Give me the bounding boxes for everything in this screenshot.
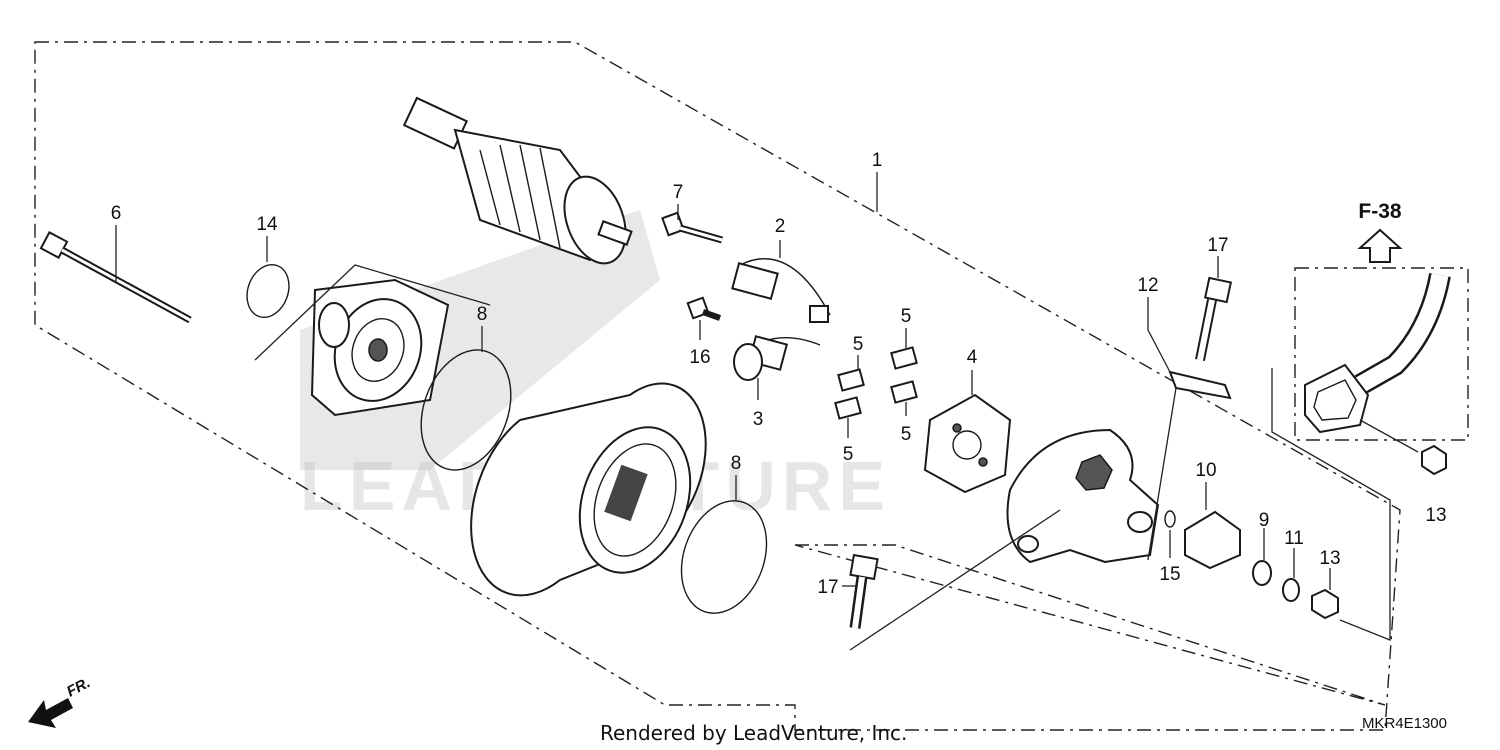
render-credit: Rendered by LeadVenture, Inc.	[600, 721, 907, 745]
through-bolt	[39, 231, 192, 324]
callout-5: 5	[843, 444, 854, 465]
brush-springs	[834, 346, 918, 420]
callout-4: 4	[967, 347, 978, 368]
leader-12b	[1147, 387, 1177, 561]
leader-rear-cover	[849, 509, 1061, 651]
callout-5: 5	[853, 334, 864, 355]
front-direction-arrow-icon	[28, 698, 73, 728]
callout-7: 7	[673, 182, 684, 203]
callout-5: 5	[901, 424, 912, 445]
washer-15	[1164, 510, 1176, 528]
nut-13-upper	[1421, 444, 1447, 476]
leader-cover	[254, 264, 491, 361]
screw-16	[686, 296, 721, 321]
callout-13: 13	[1425, 505, 1446, 526]
front-marker-label: FR.	[64, 674, 93, 700]
o-ring-large-front	[680, 500, 768, 614]
callout-8: 8	[731, 453, 742, 474]
callout-labels: 1 2 3 4 5 5 5 5 6 7 8 8 9 10 11 12 13 13…	[111, 150, 1447, 598]
callout-10: 10	[1195, 460, 1216, 481]
screw-7	[661, 211, 723, 244]
reference-label: F-38	[1358, 200, 1402, 223]
assembly-boundary-main	[34, 41, 1401, 731]
callout-13: 13	[1319, 548, 1340, 569]
o-ring-large-rear	[420, 349, 512, 471]
brush-holder	[731, 258, 831, 323]
front-cover	[310, 278, 450, 417]
callout-3: 3	[753, 409, 764, 430]
callout-8: 8	[477, 304, 488, 325]
callout-11: 11	[1284, 528, 1304, 549]
reference-up-arrow-icon	[1357, 228, 1403, 263]
diagram-code: MKR4E1300	[1362, 715, 1447, 732]
starter-cable	[1304, 272, 1451, 434]
terminal-insulator	[1184, 510, 1241, 570]
cable-stay	[1168, 370, 1232, 400]
leader-12	[1147, 297, 1171, 373]
callout-5: 5	[901, 306, 912, 327]
nut-13-lower	[1311, 588, 1339, 620]
callout-1: 1	[872, 150, 883, 171]
callout-14: 14	[256, 214, 278, 235]
callout-15: 15	[1159, 564, 1180, 585]
rear-cover	[1006, 428, 1160, 564]
cable-box-leader	[1271, 368, 1391, 641]
leader-cable-nut	[1359, 419, 1419, 453]
o-ring-small	[246, 264, 290, 318]
callout-2: 2	[775, 216, 786, 237]
brush-holder-insulator	[923, 393, 1012, 494]
callout-17: 17	[817, 577, 838, 598]
washer-9	[1252, 560, 1272, 586]
callout-12: 12	[1137, 275, 1158, 296]
washer-11	[1282, 578, 1300, 602]
motor-yoke	[470, 382, 707, 597]
callout-9: 9	[1259, 510, 1270, 531]
assembly-boundary-lower	[794, 544, 1386, 706]
armature	[402, 96, 633, 265]
callout-17: 17	[1207, 235, 1228, 256]
bolt-17-lower	[849, 553, 879, 629]
brush-terminal	[733, 335, 821, 381]
callout-6: 6	[111, 203, 122, 224]
bolt-17-upper	[1195, 276, 1233, 361]
callout-16: 16	[689, 347, 710, 368]
